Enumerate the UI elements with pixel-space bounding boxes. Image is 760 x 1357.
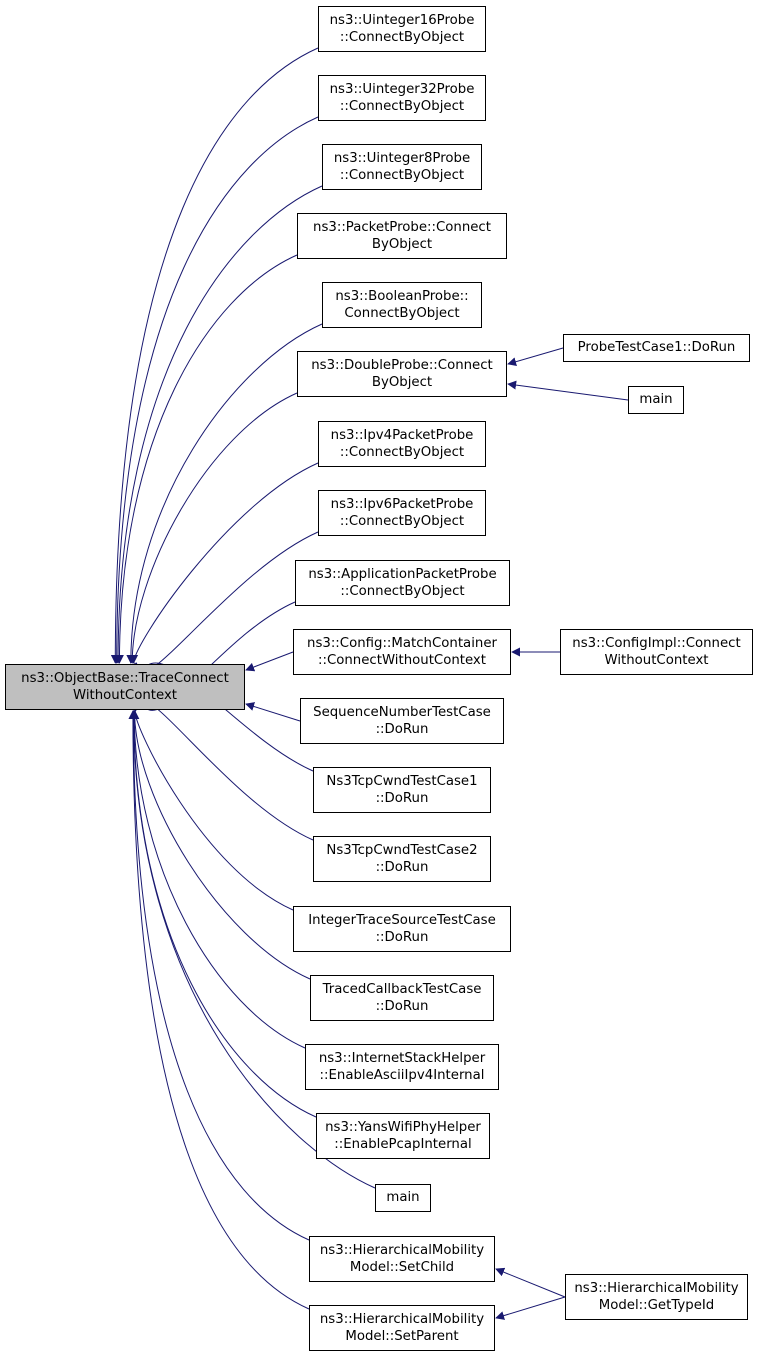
- node-label-line: ns3::HierarchicalMobility: [319, 1311, 485, 1327]
- node-label-line: ns3::InternetStackHelper: [318, 1050, 486, 1066]
- node-app[interactable]: ns3::ApplicationPacketProbe::ConnectByOb…: [295, 560, 510, 606]
- node-u32[interactable]: ns3::Uinteger32Probe::ConnectByObject: [318, 75, 486, 121]
- node-label-line: ns3::Uinteger16Probe: [329, 12, 475, 28]
- node-label-line: ns3::Ipv4PacketProbe: [330, 427, 474, 443]
- node-label-line: ByObject: [371, 237, 433, 252]
- node-label-line: ::DoRun: [375, 930, 429, 945]
- node-label-line: ::DoRun: [375, 722, 429, 737]
- edge-gettypeid-to-setchild: [495, 1267, 566, 1298]
- node-cwnd1[interactable]: Ns3TcpCwndTestCase1::DoRun: [313, 767, 491, 813]
- node-label-line: ::ConnectByObject: [339, 445, 465, 460]
- node-probetc[interactable]: ProbeTestCase1::DoRun: [563, 334, 750, 362]
- node-label-line: ns3::DoubleProbe::Connect: [311, 357, 493, 373]
- edge-inet-to-root: [129, 710, 306, 1049]
- edge-probetc-to-double: [507, 347, 564, 367]
- node-ipv4[interactable]: ns3::Ipv4PacketProbe::ConnectByObject: [318, 421, 486, 467]
- edge-double-to-root: [127, 392, 298, 664]
- edge-ipv4-to-root: [129, 462, 319, 664]
- node-label-line: ns3::Uinteger32Probe: [329, 81, 475, 97]
- node-label-line: ::DoRun: [375, 791, 429, 806]
- node-u16[interactable]: ns3::Uinteger16Probe::ConnectByObject: [318, 6, 486, 52]
- node-label-line: ns3::BooleanProbe::: [335, 288, 469, 304]
- node-label-line: Model::SetChild: [349, 1260, 455, 1275]
- node-label-line: ns3::YansWifiPhyHelper: [325, 1119, 481, 1135]
- edge-tcb-to-root: [130, 710, 311, 980]
- node-label-line: ::DoRun: [375, 860, 429, 875]
- node-inet[interactable]: ns3::InternetStackHelper::EnableAsciiIpv…: [305, 1044, 499, 1090]
- node-label-line: ConnectByObject: [344, 306, 460, 321]
- node-label-line: ::DoRun: [375, 999, 429, 1014]
- node-main_r[interactable]: main: [628, 386, 684, 414]
- edge-bool-to-root: [126, 323, 323, 664]
- edge-gettypeid-to-setparent: [495, 1296, 566, 1320]
- node-yans[interactable]: ns3::YansWifiPhyHelper::EnablePcapIntern…: [316, 1113, 490, 1159]
- node-label-line: ByObject: [371, 375, 433, 390]
- edge-ipv6-to-root: [130, 531, 319, 674]
- edge-packet-to-root: [114, 254, 298, 664]
- edges-layer: [110, 47, 629, 1320]
- node-label-line: ::EnableAsciiIpv4Internal: [319, 1068, 485, 1083]
- node-label-line: ns3::Ipv6PacketProbe: [330, 496, 474, 512]
- node-label-line: main: [639, 392, 673, 408]
- edge-setchild-to-root: [128, 710, 310, 1241]
- node-label-line: ::ConnectByObject: [340, 584, 465, 599]
- edge-intts-to-root: [130, 710, 294, 911]
- edge-main_r-to-double: [507, 380, 629, 401]
- node-label-line: ::ConnectByObject: [339, 30, 465, 45]
- edge-setparent-to-root: [128, 710, 310, 1310]
- node-label-line: IntegerTraceSourceTestCase: [308, 912, 496, 928]
- node-label-line: ns3::PacketProbe::Connect: [313, 219, 491, 235]
- node-label-line: ns3::ConfigImpl::Connect: [572, 635, 741, 651]
- node-tcb[interactable]: TracedCallbackTestCase::DoRun: [310, 975, 494, 1021]
- node-label-line: ns3::HierarchicalMobility: [319, 1242, 485, 1258]
- edge-u16-to-root: [110, 47, 319, 664]
- node-intts[interactable]: IntegerTraceSourceTestCase::DoRun: [293, 906, 511, 952]
- node-label-line: ::ConnectByObject: [339, 514, 465, 529]
- edge-u32-to-root: [112, 116, 319, 664]
- node-bool[interactable]: ns3::BooleanProbe::ConnectByObject: [322, 282, 482, 328]
- node-u8[interactable]: ns3::Uinteger8Probe::ConnectByObject: [322, 144, 482, 190]
- node-label-line: ::ConnectByObject: [339, 168, 465, 183]
- node-label-line: ns3::ObjectBase::TraceConnect: [21, 670, 229, 686]
- edge-main_l-to-root: [129, 710, 376, 1189]
- node-seq[interactable]: SequenceNumberTestCase::DoRun: [300, 698, 504, 744]
- node-label-line: main: [386, 1190, 420, 1206]
- node-label-line: ns3::ApplicationPacketProbe: [308, 566, 497, 582]
- node-label-line: ns3::Config::MatchContainer: [307, 635, 497, 651]
- node-label-line: ::EnablePcapInternal: [334, 1137, 472, 1152]
- node-match[interactable]: ns3::Config::MatchContainer::ConnectWith…: [293, 629, 511, 675]
- node-label-line: ns3::Uinteger8Probe: [333, 150, 471, 166]
- edge-seq-to-root: [245, 702, 301, 722]
- node-label-line: Model::SetParent: [345, 1329, 459, 1344]
- node-label-line: Ns3TcpCwndTestCase2: [326, 842, 478, 858]
- node-label-line: ::ConnectByObject: [339, 99, 465, 114]
- node-label-line: ::ConnectWithoutContext: [318, 653, 486, 668]
- node-label-line: WithoutContext: [604, 653, 709, 668]
- node-main_l[interactable]: main: [375, 1184, 431, 1212]
- edge-match-to-root: [245, 651, 294, 672]
- node-ipv6[interactable]: ns3::Ipv6PacketProbe::ConnectByObject: [318, 490, 486, 536]
- node-label-line: WithoutContext: [72, 688, 178, 703]
- node-label-line: Ns3TcpCwndTestCase1: [326, 773, 478, 789]
- edge-cwnd2-to-root: [130, 699, 314, 841]
- node-label-line: Model::GetTypeId: [598, 1298, 715, 1313]
- node-label-line: TracedCallbackTestCase: [322, 981, 482, 997]
- node-label-line: ProbeTestCase1::DoRun: [577, 340, 736, 356]
- edge-u8-to-root: [113, 185, 323, 664]
- node-label-line: SequenceNumberTestCase: [313, 704, 491, 720]
- node-cwnd2[interactable]: Ns3TcpCwndTestCase2::DoRun: [313, 836, 491, 882]
- node-label-line: ns3::HierarchicalMobility: [574, 1280, 739, 1296]
